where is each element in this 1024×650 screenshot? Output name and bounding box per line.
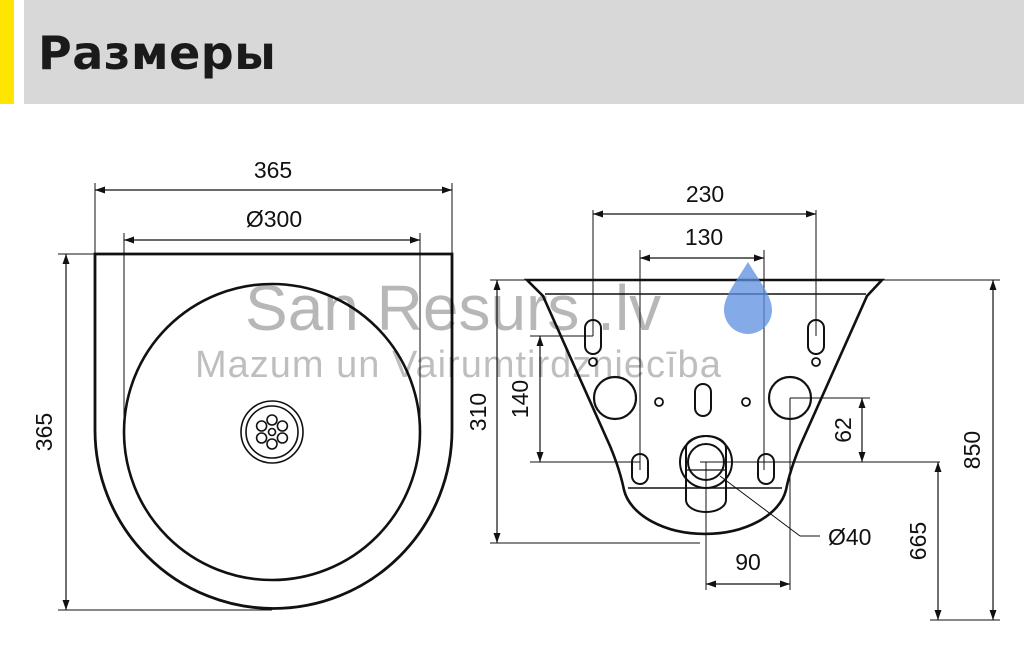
label-drain-height: 665 [905,522,931,560]
label-offset: 62 [830,417,856,443]
section-header [24,0,1024,104]
side-extension-lines [490,210,1000,621]
overflow-hole-left [592,375,638,421]
label-hole-vertical: 140 [507,380,533,418]
watermark-tagline: Mazum un Vairumtirdzniecība [195,344,722,386]
label-height: 310 [465,393,491,431]
top-view [58,183,454,611]
label-width: 365 [254,157,292,183]
header-accent-bar [0,0,14,104]
page-title: Размеры [38,26,277,80]
basin-body-outline [523,278,886,536]
side-view [490,210,1000,621]
mount-slot-bottom-right [757,453,775,485]
label-drain-diameter: Ø40 [828,524,871,550]
watermark-brand: San Resurs .lv [245,272,661,344]
label-mount-width: 230 [686,181,724,207]
basin-outline [93,252,454,610]
top-extension-lines [58,183,453,611]
label-hole-spacing: 130 [685,224,723,250]
watermark: San Resurs .lv Mazum un Vairumtirdzniecī… [195,262,772,386]
label-depth: 365 [31,413,57,451]
label-rim-height: 850 [959,431,985,469]
drain-grate [240,400,304,464]
center-slot [694,383,712,417]
label-drain-offset: 90 [735,549,761,575]
water-drop-icon [724,262,772,334]
label-bowl-diameter: Ø300 [246,206,302,232]
